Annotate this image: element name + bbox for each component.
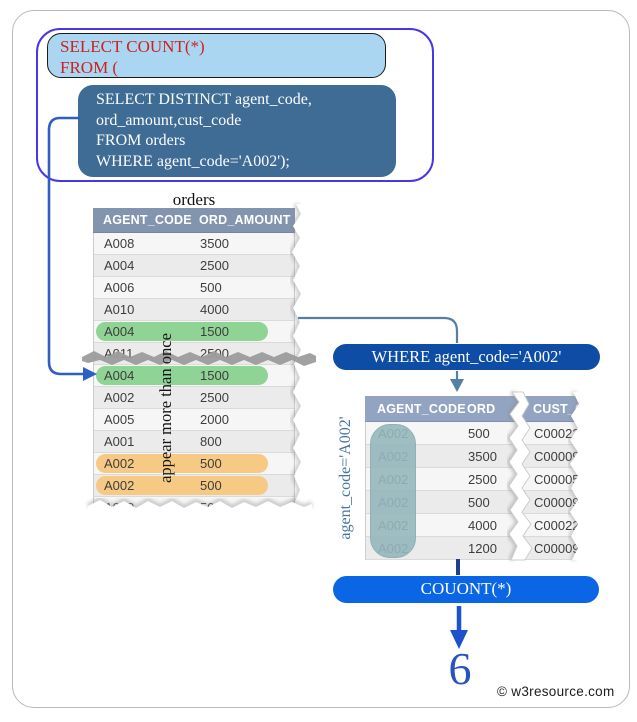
sql-line: FROM (	[60, 58, 119, 77]
column-header: AGENT_CODE	[103, 213, 192, 227]
outer-frame	[12, 10, 630, 708]
table-cell: A010	[104, 302, 135, 317]
table-cell: A001	[104, 434, 135, 449]
table-cell: 1200	[468, 540, 497, 556]
table-cell: 500	[200, 478, 222, 493]
table-cell: 2500	[200, 346, 229, 361]
table-cell: 4000	[200, 302, 229, 317]
filtered-table-header: AGENT_CODE ORD CUST_C	[365, 396, 587, 422]
table-cell: 2500	[200, 258, 229, 273]
table-cell: 4000	[468, 517, 497, 533]
orders-table-title: orders	[172, 190, 216, 209]
table-cell: C00009	[534, 448, 580, 464]
query-group-border	[36, 28, 434, 182]
table-row: A006 500	[94, 277, 294, 299]
table-cell: 3500	[200, 236, 229, 251]
table-cell: A005	[104, 412, 135, 427]
table-cell: 1500	[200, 324, 229, 339]
table-cell: C00009	[534, 494, 580, 510]
table-row: A004 2500	[94, 255, 294, 277]
sql-line: SELECT COUNT(*)	[60, 37, 205, 56]
table-cell: 500	[200, 456, 222, 471]
sql-inner-query-box: SELECT DISTINCT agent_code, ord_amount,c…	[78, 85, 396, 177]
table-cell: C00005	[534, 471, 580, 487]
table-cell: A004	[104, 258, 135, 273]
column-header: ORD_AMOUNT	[199, 213, 291, 227]
result-value: 6	[448, 643, 472, 694]
table-cell: A004	[104, 324, 135, 339]
table-cell: 2500	[200, 390, 229, 405]
table-row: A004 1500	[94, 321, 294, 343]
table-cell: C00009	[534, 540, 580, 556]
table-cell: 1500	[200, 368, 229, 383]
table-cell: A002	[104, 456, 135, 471]
table-cell: A004	[104, 368, 135, 383]
where-banner: WHERE agent_code='A002'	[333, 344, 600, 370]
copyright: © w3resource.com	[497, 684, 615, 699]
table-cell: 500	[200, 280, 222, 295]
table-cell: 2500	[468, 471, 497, 487]
sql-line: ord_amount,cust_code	[96, 111, 242, 129]
sql-line: SELECT DISTINCT agent_code,	[96, 91, 312, 108]
table-cell: 2000	[200, 412, 229, 427]
table-cell: 3500	[468, 448, 497, 464]
table-cell: 800	[200, 434, 222, 449]
sql-line: FROM orders	[96, 132, 186, 149]
table-row: A008 3500	[94, 233, 294, 255]
table-row: A010 4000	[94, 299, 294, 321]
sql-line: WHERE agent_code='A002');	[96, 152, 290, 170]
filter-annotation: agent_code='A002'	[337, 416, 354, 540]
column-header: AGENT_CODE	[377, 401, 466, 416]
table-cell: 500	[468, 494, 490, 510]
table-cell: A008	[104, 236, 135, 251]
orders-table-header: AGENT_CODE ORD_AMOUNT	[93, 208, 295, 233]
table-row: A002 2500	[94, 387, 294, 409]
table-cell: C00022	[534, 517, 580, 533]
table-row: A004 1500	[94, 365, 294, 387]
column-header: ORD	[467, 401, 496, 416]
table-cell: 500	[468, 425, 490, 441]
table-cell: C00022	[534, 425, 580, 441]
table-row: A005 2000	[94, 409, 294, 431]
table-cell: 500	[200, 500, 222, 515]
table-cell: A002	[104, 478, 135, 493]
table-row: A002 500	[94, 475, 294, 497]
duplicates-annotation: appear more than once	[156, 333, 175, 483]
count-banner: COUONT(*)	[333, 576, 599, 603]
table-row: A002 500	[94, 453, 294, 475]
table-cell: A006	[104, 280, 135, 295]
column-header: CUST_C	[533, 401, 585, 416]
sql-outer-query-box: SELECT COUNT(*) FROM (	[47, 33, 386, 78]
table-row: A001 800	[94, 431, 294, 453]
agent-code-highlight	[370, 424, 416, 558]
table-cell: A002	[104, 390, 135, 405]
